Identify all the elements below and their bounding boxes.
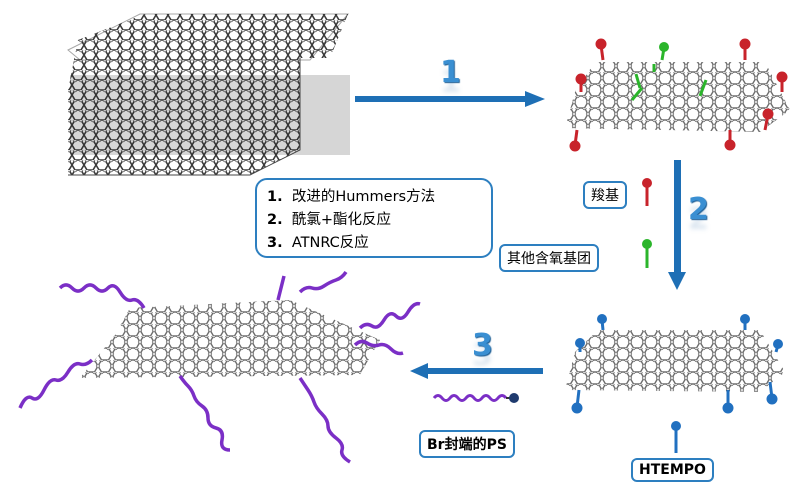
br-ps-callout: Br封端的PS — [419, 430, 515, 458]
step-item-2: 2. 酰氯+酯化反应 — [267, 209, 481, 232]
htempo-callout: HTEMPO — [631, 458, 714, 482]
htempo-legend-icon — [671, 421, 681, 453]
graphite-stack — [67, 13, 350, 176]
step-2-number: 2. — [267, 212, 283, 228]
arrow-1-number: 1 — [440, 55, 461, 90]
step-item-1: 1. 改进的Hummers方法 — [267, 186, 481, 209]
step-1-number: 1. — [267, 189, 283, 205]
arrow-2-number: 2 — [688, 192, 709, 227]
graphene-grafted-ps — [18, 270, 421, 464]
steps-list: 1. 改进的Hummers方法 2. 酰氯+酯化反应 3. ATNRC反应 — [267, 186, 481, 255]
arrow-step-2 — [668, 160, 686, 290]
graphene-oxide-sheet — [565, 38, 790, 152]
arrow-step-3 — [410, 363, 543, 379]
arrow-3-number: 3 — [472, 328, 493, 363]
step-1-text: 改进的Hummers方法 — [291, 189, 436, 205]
oxygen-group-callout: 其他含氧基团 — [499, 244, 599, 272]
step-2-text: 酰氯+酯化反应 — [291, 212, 391, 228]
arrow-step-1 — [355, 91, 545, 107]
htempo-graphene-sheet — [565, 314, 785, 414]
ps-chain-legend-icon — [432, 393, 519, 403]
carboxyl-legend-icon — [642, 178, 652, 206]
step-item-3: 3. ATNRC反应 — [267, 232, 481, 255]
carboxyl-callout: 羧基 — [583, 181, 627, 209]
step-3-text: ATNRC反应 — [291, 235, 369, 251]
synthesis-steps-box: 1. 改进的Hummers方法 2. 酰氯+酯化反应 3. ATNRC反应 — [255, 178, 493, 258]
oxygen-group-legend-icon — [642, 239, 652, 268]
step-3-number: 3. — [267, 235, 283, 251]
